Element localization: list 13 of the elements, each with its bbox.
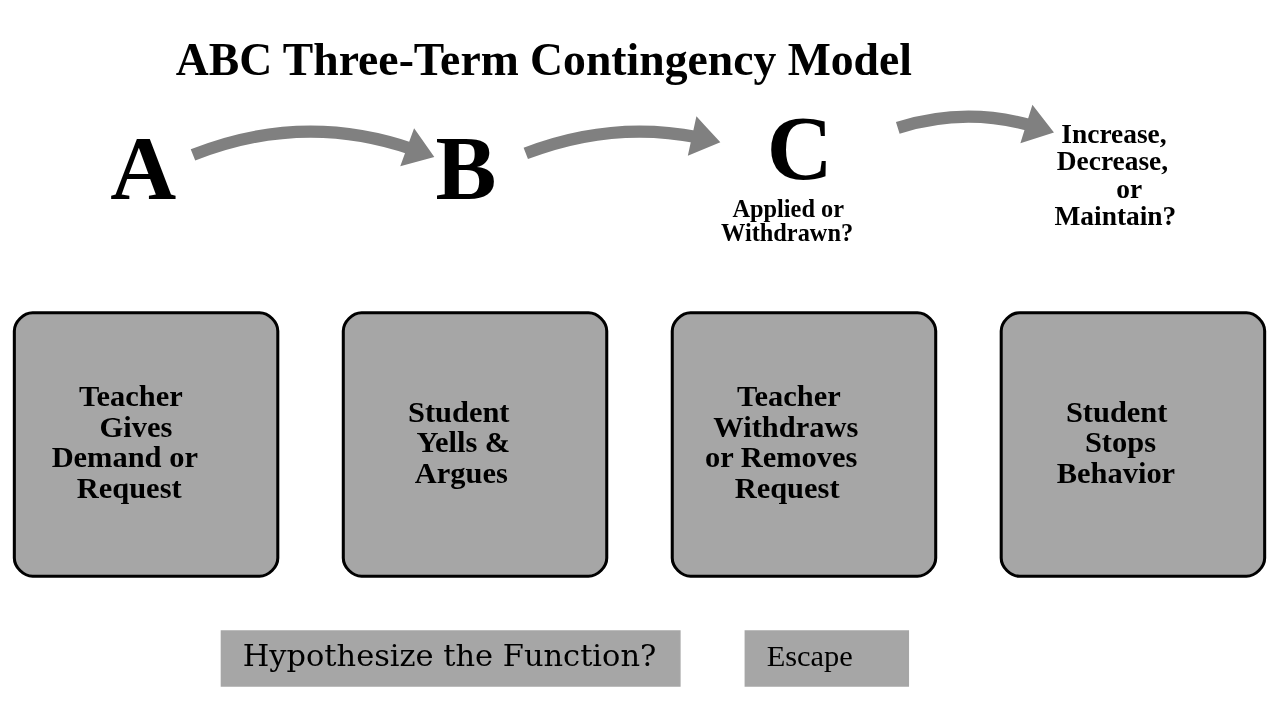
diagram-title: ABC Three-Term Contingency Model [175,33,912,85]
node-text: A [110,117,177,219]
node-text: B [435,117,497,219]
node-box: Escape [744,629,910,687]
node-box: Student Yells & Argues [341,310,609,578]
node-box: Teacher Withdraws or Removes Request [670,310,938,578]
node-box: Student Stops Behavior [999,310,1267,578]
arrow [896,104,1054,143]
node-box: Teacher Gives Demand or Request [12,310,280,578]
node-box: Hypothesize the Function? [220,629,681,687]
arrow [190,125,435,166]
arrow [523,115,721,159]
node-text: Increase, Decrease, or Maintain? [1054,118,1177,231]
